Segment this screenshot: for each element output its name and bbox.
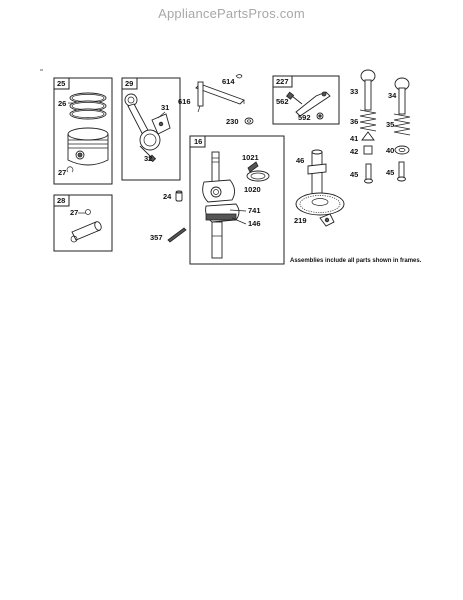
lever-bolt-part-562[interactable] [286, 91, 303, 105]
rod-cap-part-31[interactable] [151, 113, 171, 135]
frame-25-border [53, 77, 113, 185]
frame-28-number: 28 [57, 196, 65, 205]
governor-lever-part[interactable] [295, 91, 331, 117]
label-27-frame-25: 27 [58, 168, 66, 177]
label-741: 741 [248, 206, 261, 215]
label-26: 26 [58, 99, 66, 108]
frame-227-number-box [272, 75, 293, 88]
governor-shaft-part-616[interactable]: 616 [178, 81, 245, 113]
part-24-dowel[interactable]: 24 [163, 190, 183, 202]
label-24: 24 [163, 192, 172, 201]
crank-key-part-1021[interactable] [247, 161, 259, 173]
label-41: 41 [350, 134, 358, 143]
leader-146 [231, 217, 247, 225]
label-34: 34 [388, 91, 397, 100]
exhaust-valve-part-34[interactable]: 34 [388, 77, 410, 115]
frame-28-wrist-pin-assembly[interactable]: 28 27 [53, 194, 113, 252]
compression-release-part-219[interactable]: 219 [294, 213, 335, 227]
valve-retainer-part-41[interactable]: 41 [350, 131, 375, 143]
label-36: 36 [350, 117, 358, 126]
tappet-part-45-right[interactable]: 45 [386, 161, 406, 182]
label-31: 31 [161, 103, 169, 112]
label-1021: 1021 [242, 153, 259, 162]
crankshaft-part[interactable] [202, 151, 240, 259]
label-146: 146 [248, 219, 261, 228]
label-42: 42 [350, 147, 358, 156]
wrist-pin-part[interactable] [71, 221, 102, 241]
pin-clip-part-27[interactable] [70, 209, 91, 243]
frame-16-crankshaft-assembly[interactable]: 16 [189, 135, 285, 265]
label-27-frame-28: 27 [70, 208, 78, 217]
label-562: 562 [276, 97, 289, 106]
label-614: 614 [222, 77, 235, 86]
label-46: 46 [296, 156, 304, 165]
frame-28-number-box [53, 194, 70, 207]
label-230: 230 [226, 117, 239, 126]
frame-29-number: 29 [125, 79, 133, 88]
label-33: 33 [350, 87, 358, 96]
frame-28-border [53, 194, 113, 252]
frame-227-number: 227 [276, 77, 289, 86]
intake-valve-part-33[interactable]: 33 [350, 69, 376, 111]
frame-16-border [189, 135, 285, 265]
connecting-rod-part[interactable] [124, 93, 161, 151]
lever-nut-part-592[interactable] [316, 112, 324, 120]
frame-227-border [272, 75, 340, 125]
label-616: 616 [178, 97, 191, 106]
label-592: 592 [298, 113, 311, 122]
crank-seal-part-1020[interactable] [246, 170, 270, 182]
retainer-part-614[interactable]: 614 [222, 74, 243, 87]
rod-bolt-part-32[interactable] [139, 145, 157, 163]
frame-29-number-box [121, 77, 138, 90]
label-357: 357 [150, 233, 163, 242]
frame-16-number: 16 [194, 137, 202, 146]
frame-29-connecting-rod-assembly[interactable]: 29 31 32 [121, 77, 181, 181]
washer-part-230[interactable]: 230 [226, 117, 254, 126]
valve-rotator-part-40[interactable]: 40 [386, 145, 410, 155]
leader-741 [229, 209, 247, 212]
valve-spring-part-35[interactable]: 35 [386, 113, 411, 136]
tappet-part-45-left[interactable]: 45 [350, 163, 373, 184]
part-357-key[interactable]: 357 [150, 227, 187, 243]
label-40: 40 [386, 146, 394, 155]
label-45-right: 45 [386, 168, 394, 177]
label-219: 219 [294, 216, 307, 225]
piston-part[interactable] [67, 127, 109, 166]
leader-31 [157, 111, 166, 119]
assemblies-note: Assemblies include all parts shown in fr… [290, 258, 422, 264]
frame-227-governor-lever-assembly[interactable]: 227 562 592 [272, 75, 340, 125]
frame-16-number-box [189, 135, 206, 148]
camshaft-gear-part-46[interactable]: 46 [295, 149, 345, 216]
frame-25-piston-assembly[interactable]: 25 [53, 77, 113, 185]
label-1020: 1020 [244, 185, 261, 194]
valve-spring-part-36[interactable]: 36 [350, 109, 377, 132]
wrist-pin-clip-part-27[interactable] [66, 166, 74, 173]
label-35: 35 [386, 120, 394, 129]
piston-rings-part-26[interactable] [69, 92, 107, 120]
valve-seal-part-42[interactable]: 42 [350, 145, 373, 156]
label-32: 32 [144, 154, 152, 163]
label-45-left: 45 [350, 170, 358, 179]
frame-25-number-box [53, 77, 70, 90]
site-watermark: AppliancePartsPros.com [158, 6, 305, 21]
frame-29-border [121, 77, 181, 181]
frame-25-number: 25 [57, 79, 65, 88]
